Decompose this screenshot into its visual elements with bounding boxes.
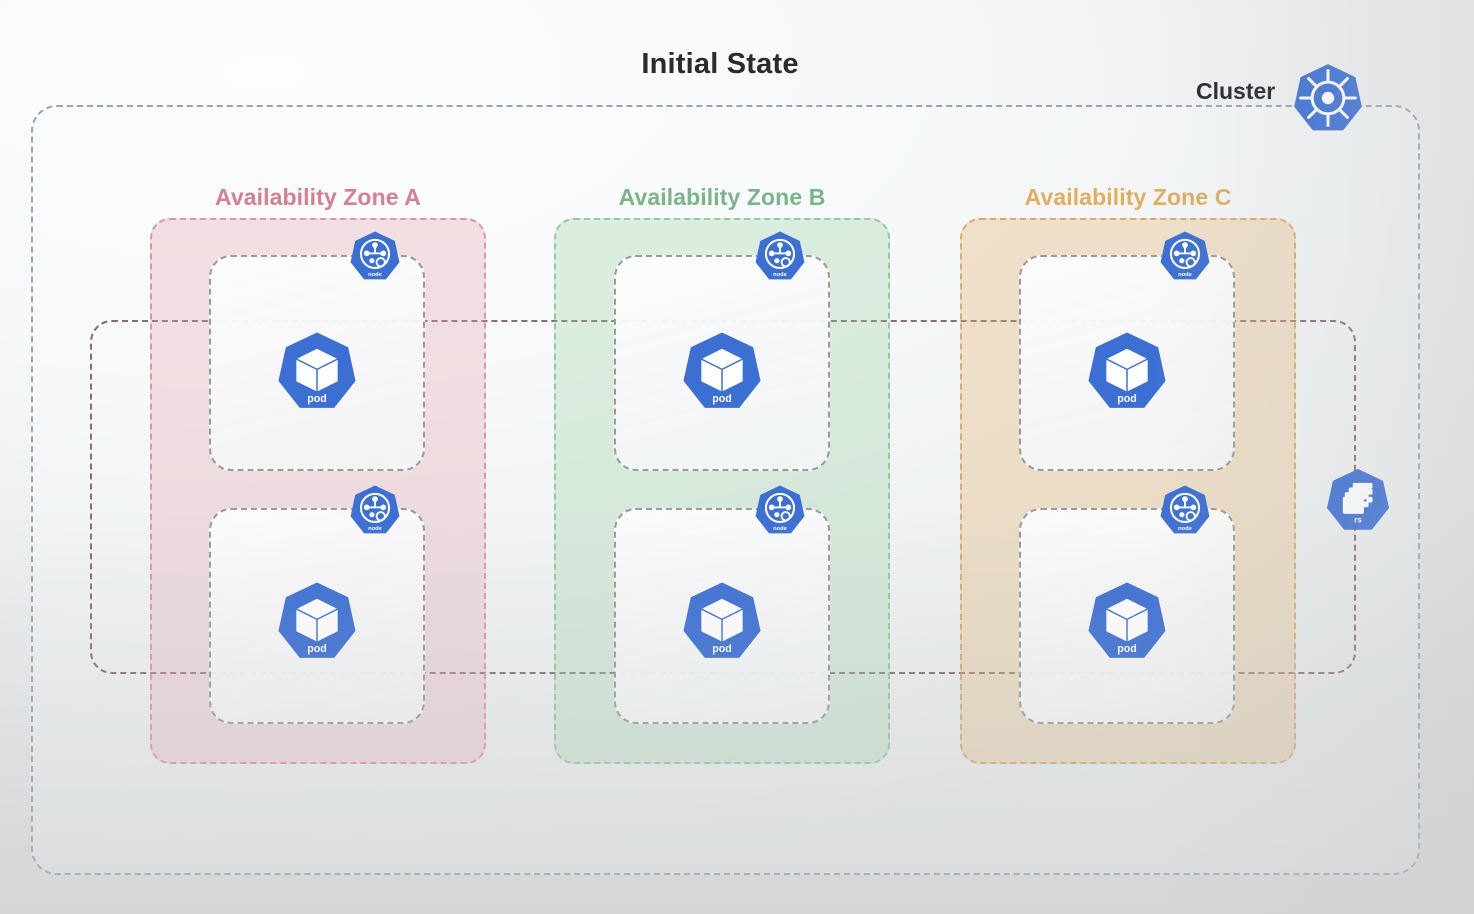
node-icon: node [349,484,401,536]
page-title: Initial State [641,48,799,80]
pod-icon: pod [276,330,358,412]
replicaset-icon-label: rs [1354,515,1362,524]
node-icon-label: node [773,526,787,532]
pod-icon: pod [1086,580,1168,662]
node-icon-label: node [1178,526,1192,532]
replicaset-icon: rs [1325,467,1391,533]
node-icon: node [754,484,806,536]
availability-zone-a-label: Availability Zone A [215,184,421,210]
availability-zone-b-label: Availability Zone B [618,184,826,210]
pod-icon-label: pod [1117,643,1137,655]
pod-icon: pod [1086,330,1168,412]
node-icon: node [1159,484,1211,536]
node-box-a-top[interactable] [209,255,425,471]
node-icon: node [1159,230,1211,282]
node-icon-label: node [1178,272,1192,278]
node-icon: node [754,230,806,282]
pod-icon: pod [681,580,763,662]
pod-icon: pod [681,330,763,412]
node-icon: node [349,230,401,282]
pod-icon-label: pod [712,393,732,405]
availability-zone-c-label: Availability Zone C [1024,184,1232,210]
node-box-c-bottom[interactable] [1019,508,1235,724]
pod-icon-label: pod [712,643,732,655]
kubernetes-helm-icon [1292,62,1364,134]
pod-icon-label: pod [307,393,327,405]
node-box-b-top[interactable] [614,255,830,471]
pod-icon-label: pod [307,643,327,655]
cluster-label: Cluster [1196,78,1276,104]
pod-icon-label: pod [1117,393,1137,405]
node-icon-label: node [368,526,382,532]
node-box-a-bottom[interactable] [209,508,425,724]
node-icon-label: node [773,272,787,278]
pod-icon: pod [276,580,358,662]
node-icon-label: node [368,272,382,278]
